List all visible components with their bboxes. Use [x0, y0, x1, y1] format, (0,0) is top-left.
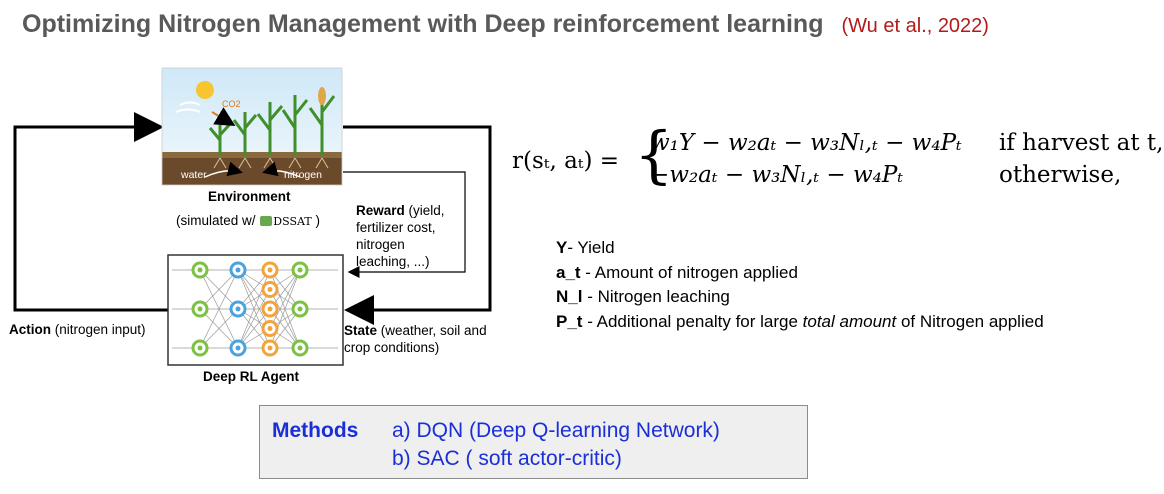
action-arrow: [13, 112, 168, 312]
methods-box: Methods a) DQN (Deep Q-learning Network)…: [259, 405, 808, 479]
water-label: water: [180, 169, 207, 181]
def-p-t: P_t - Additional penalty for large total…: [556, 311, 1044, 331]
nitrogen-label: nitrogen: [284, 169, 322, 181]
reward-label: Reward (yield, fertilizer cost, nitrogen…: [356, 203, 445, 269]
state-label: State (weather, soil and crop conditions…: [344, 323, 487, 355]
nn-node-core: [297, 267, 303, 273]
nn-node-core: [235, 345, 241, 351]
environment-label: Environment: [208, 189, 291, 204]
nn-node-core: [267, 306, 273, 312]
variable-definitions: Y- Yield a_t - Amount of nitrogen applie…: [556, 236, 1044, 334]
reward-arrow: [343, 171, 466, 278]
formula-case-harvest: w₁Y − w₂aₜ − w₃Nₗ,ₜ − w₄Pₜ: [650, 130, 962, 156]
nn-node-core: [235, 306, 241, 312]
nn-node-core: [267, 345, 273, 351]
method-sac: b) SAC ( soft actor-critic): [392, 447, 622, 470]
def-n-l: N_l - Nitrogen leaching: [556, 287, 730, 306]
co2-label: CO2: [222, 99, 241, 109]
page-title: Optimizing Nitrogen Management with Deep…: [22, 10, 989, 39]
sun-icon: [196, 81, 214, 99]
methods-label: Methods: [272, 419, 359, 442]
nn-edge: [269, 269, 301, 329]
formula-brace: {: [634, 118, 674, 191]
method-dqn: a) DQN (Deep Q-learning Network): [392, 419, 720, 442]
nn-node-core: [197, 345, 203, 351]
nn-edge: [237, 289, 271, 349]
action-label: Action (nitrogen input): [9, 322, 146, 337]
nn-edge: [199, 308, 239, 349]
formula-lhs: r(sₜ, aₜ) =: [512, 148, 620, 174]
dssat-label: DSSAT: [273, 215, 312, 228]
nn-node-core: [197, 267, 203, 273]
environment-illustration: [161, 67, 343, 186]
formula-cond-otherwise: otherwise,: [999, 162, 1122, 188]
dssat-logo-icon: [260, 216, 273, 227]
nn-edge: [199, 269, 239, 349]
def-a-t: a_t - Amount of nitrogen applied: [556, 262, 798, 282]
formula-case-otherwise: −w₂aₜ − w₃Nₗ,ₜ − w₄Pₜ: [650, 162, 903, 188]
formula-cond-harvest: if harvest at t,: [999, 130, 1164, 156]
agent-label: Deep RL Agent: [203, 369, 300, 384]
nn-node-core: [267, 326, 273, 331]
def-y: Y- Yield: [556, 238, 615, 257]
citation: (Wu et al., 2022): [841, 15, 989, 37]
title-text: Optimizing Nitrogen Management with Deep…: [22, 10, 824, 38]
neural-network-icon: [167, 254, 344, 366]
nn-edge: [199, 269, 239, 310]
nn-node-core: [267, 287, 273, 292]
nn-node-core: [267, 267, 273, 273]
nn-node-core: [297, 306, 303, 312]
env-output-line: [343, 125, 492, 325]
nn-node-core: [197, 306, 203, 312]
nn-node-core: [235, 267, 241, 273]
loop-arrows: [13, 112, 492, 325]
simulated-note: (simulated w/ DSSAT ): [176, 213, 320, 228]
nn-node-core: [297, 345, 303, 351]
